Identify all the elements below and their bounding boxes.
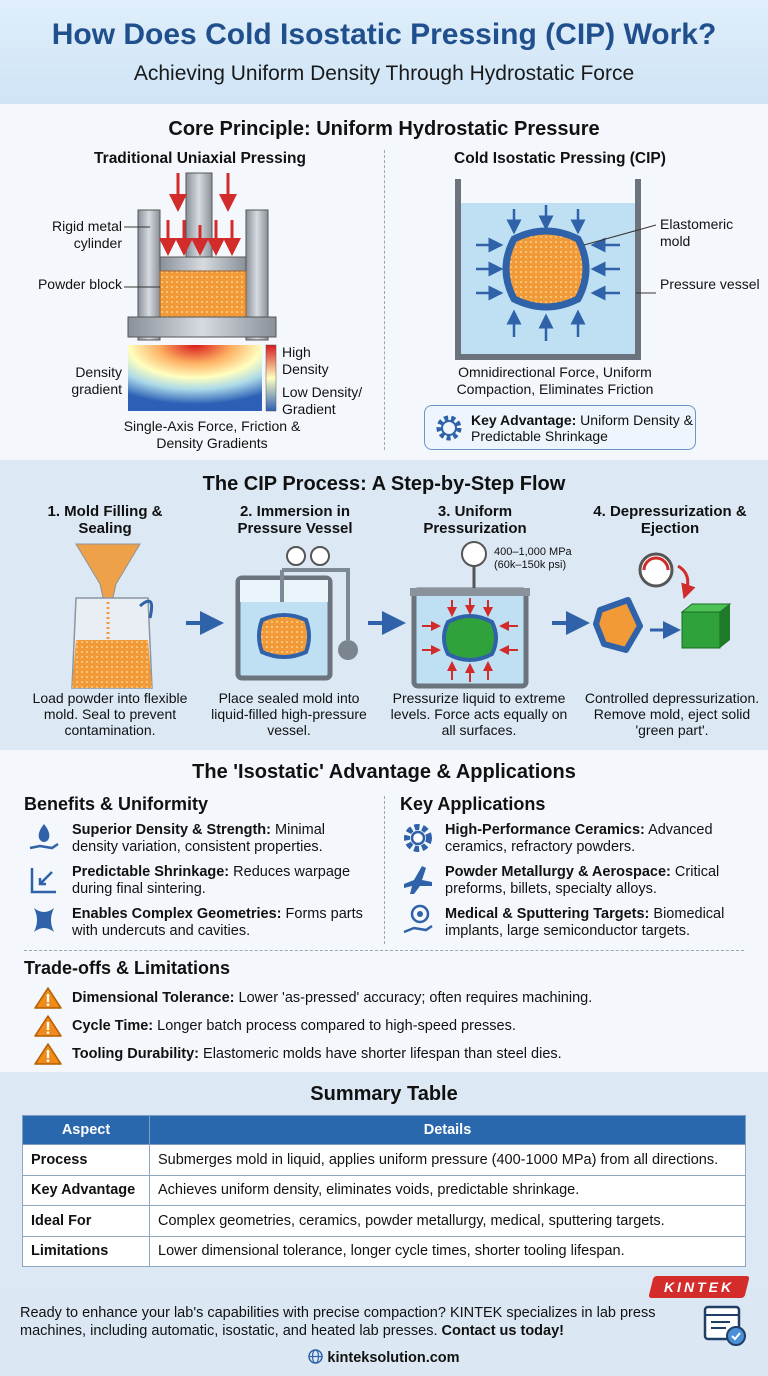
applications-title: Key Applications: [400, 794, 546, 814]
medical-hand-icon: [403, 904, 433, 934]
label-powder: Powder block: [37, 276, 122, 292]
tradeoffs-title: Trade-offs & Limitations: [24, 958, 231, 978]
summary-title: Summary Table: [310, 1083, 458, 1105]
label-gradient: Density gradient: [71, 364, 122, 397]
label-vessel: Pressure vessel: [660, 276, 760, 292]
summary-table: Aspect Details Process Submerges mold in…: [22, 1115, 746, 1267]
table-cell: Lower dimensional tolerance, longer cycl…: [149, 1235, 746, 1267]
pressure-label-psi: (60k–150k psi): [494, 559, 567, 571]
label-cylinder: Rigid metal cylinder: [51, 218, 122, 251]
table-cell: Key Advantage: [22, 1174, 150, 1206]
step-2-desc: Place sealed mold into liquid-filled hig…: [211, 690, 367, 738]
website-link[interactable]: kinteksolution.com: [0, 1349, 768, 1366]
table-cell: Submerges mold in liquid, applies unifor…: [149, 1144, 746, 1176]
benefit-item: Superior Density & Strength: Minimal den…: [72, 822, 325, 855]
step-4-title: 4. Depressurization & Ejection: [593, 503, 747, 537]
principle-title: Core Principle: Uniform Hydrostatic Pres…: [168, 118, 600, 140]
divider: [384, 150, 385, 450]
table-header-row: Aspect Details: [22, 1115, 746, 1145]
table-cell: Ideal For: [22, 1205, 150, 1237]
table-header: Aspect: [22, 1115, 150, 1145]
header: How Does Cold Isostatic Pressing (CIP) W…: [0, 0, 768, 104]
contact-link[interactable]: Contact us today!: [441, 1323, 564, 1339]
table-header: Details: [149, 1115, 746, 1145]
label-mold: Elastomeric mold: [660, 216, 734, 249]
application-item: Powder Metallurgy & Aerospace: Critical …: [445, 864, 720, 897]
benefit-item: Enables Complex Geometries: Forms parts …: [72, 906, 363, 939]
gear-icon: [404, 824, 432, 852]
application-item: High-Performance Ceramics: Advanced cera…: [445, 822, 713, 855]
warning-icon: [34, 1015, 62, 1037]
cip-title: Cold Isostatic Pressing (CIP): [454, 150, 666, 167]
divider: [24, 950, 744, 951]
table-cell: Process: [22, 1144, 150, 1176]
tradeoff-item: Cycle Time: Longer batch process compare…: [72, 1018, 516, 1034]
uniaxial-diagram: [124, 172, 277, 412]
globe-icon: [308, 1349, 324, 1364]
legend-high: High Density: [282, 344, 329, 377]
table-row: Key Advantage Achieves uniform density, …: [22, 1174, 746, 1206]
legend-low: Low Density/ Gradient: [282, 384, 363, 417]
step-1-desc: Load powder into flexible mold. Seal to …: [32, 690, 188, 738]
airplane-icon: [404, 866, 432, 894]
key-advantage-text: Uniform Density & Predictable Shrinkage: [471, 412, 693, 444]
complex-shape-icon: [34, 908, 54, 932]
table-cell: Complex geometries, ceramics, powder met…: [149, 1205, 746, 1237]
key-advantage-box: Key Advantage: Uniform Density & Predict…: [424, 405, 696, 450]
warning-icon: [34, 1043, 62, 1065]
step-3-title: 3. Uniform Pressurization: [423, 503, 527, 537]
table-cell: Limitations: [22, 1235, 150, 1267]
divider: [384, 796, 385, 944]
step-3-desc: Pressurize liquid to extreme levels. For…: [390, 690, 568, 738]
process-diagram: [71, 541, 732, 689]
process-title: The CIP Process: A Step-by-Step Flow: [202, 473, 566, 495]
table-row: Limitations Lower dimensional tolerance,…: [22, 1235, 746, 1267]
cip-diagram: [455, 179, 657, 360]
tradeoff-item: Dimensional Tolerance: Lower 'as-pressed…: [72, 990, 593, 1006]
step-4-desc: Controlled depressurization. Remove mold…: [584, 690, 760, 738]
step-1-title: 1. Mold Filling & Sealing: [47, 503, 163, 537]
key-advantage-label: Key Advantage:: [471, 412, 577, 428]
application-item: Medical & Sputtering Targets: Biomedical…: [445, 906, 725, 939]
table-cell: Achieves uniform density, eliminates voi…: [149, 1174, 746, 1206]
document-check-icon: [703, 1305, 746, 1346]
table-row: Process Submerges mold in liquid, applie…: [22, 1144, 746, 1176]
shrink-arrows-icon: [30, 868, 56, 894]
warning-icon: [34, 987, 62, 1009]
benefits-title: Benefits & Uniformity: [24, 794, 209, 814]
gear-icon: [436, 415, 462, 441]
droplet-hand-icon: [29, 824, 59, 850]
table-row: Ideal For Complex geometries, ceramics, …: [22, 1205, 746, 1237]
advantage-title: The 'Isostatic' Advantage & Applications: [192, 761, 576, 783]
footer: [0, 1288, 768, 1376]
uniaxial-title: Traditional Uniaxial Pressing: [94, 150, 306, 167]
footer-text: Ready to enhance your lab's capabilities…: [20, 1305, 656, 1339]
benefit-item: Predictable Shrinkage: Reduces warpage d…: [72, 864, 351, 897]
pressure-label: 400–1,000 MPa: [494, 546, 572, 558]
step-2-title: 2. Immersion in Pressure Vessel: [237, 503, 353, 537]
uniaxial-caption: Single-Axis Force, Friction & Density Gr…: [123, 418, 301, 451]
page-title: How Does Cold Isostatic Pressing (CIP) W…: [51, 18, 717, 51]
cip-caption: Omnidirectional Force, Uniform Compactio…: [456, 364, 654, 397]
page-subtitle: Achieving Uniform Density Through Hydros…: [133, 62, 635, 85]
kintek-logo[interactable]: KINTEK: [648, 1276, 750, 1298]
tradeoff-item: Tooling Durability: Elastomeric molds ha…: [72, 1046, 562, 1062]
